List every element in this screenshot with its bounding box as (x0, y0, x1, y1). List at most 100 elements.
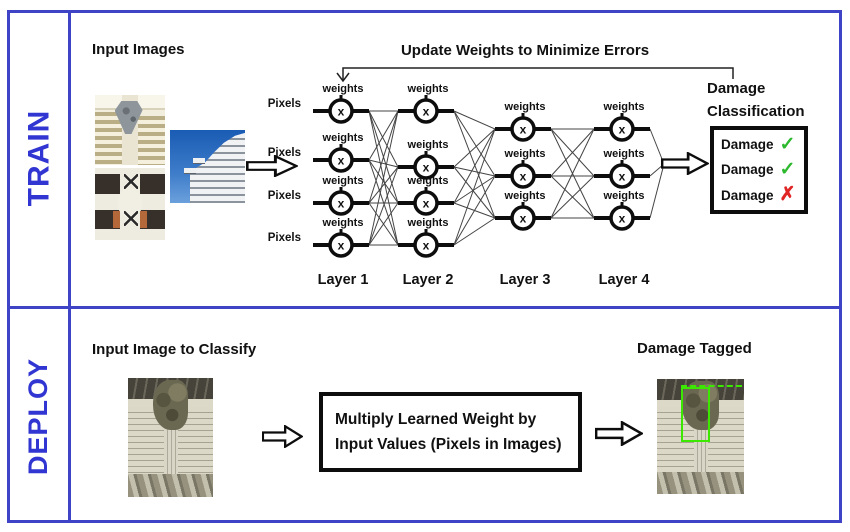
network-connection (453, 128, 496, 168)
train-input-arrow-icon (246, 155, 298, 177)
network-connection (453, 128, 496, 204)
node-symbol: x (520, 170, 527, 184)
weights-label: weights (407, 175, 449, 187)
classification-results-box: Damage ✓ Damage ✓ Damage ✗ (710, 126, 808, 214)
node-symbol: x (423, 105, 430, 119)
train-deploy-divider (7, 306, 842, 309)
weights-label: weights (603, 190, 645, 202)
node-symbol: x (520, 212, 527, 226)
pixels-label: Pixels (268, 147, 301, 159)
network-node (328, 190, 354, 216)
node-symbol: x (338, 105, 345, 119)
network-node (328, 98, 354, 124)
check-icon: ✓ (779, 158, 796, 180)
network-node (510, 205, 536, 231)
network-connection (368, 110, 399, 204)
network-connection (368, 110, 399, 161)
input-image-heading: Input Image to Classify (92, 341, 257, 358)
cross-icon: ✗ (779, 184, 796, 206)
weights-label: weights (504, 101, 546, 113)
node-symbol: x (619, 123, 626, 137)
network-connection (453, 175, 496, 204)
network-connection (368, 202, 399, 246)
network-node (609, 163, 635, 189)
classification-row-label: Damage (721, 162, 774, 178)
train-photo-cracked-facade (95, 168, 165, 240)
node-symbol: x (338, 154, 345, 168)
classification-row: Damage ✓ (721, 158, 800, 180)
network-output-connection (649, 128, 665, 165)
network-connection (453, 110, 496, 130)
pixels-label: Pixels (268, 98, 301, 110)
deploy-photo-crushed-column (128, 378, 213, 497)
classification-title: Damage Classification (707, 80, 805, 120)
neural-network-diagram: xweightsPixelsxweightsPixelsxweightsPixe… (268, 67, 734, 288)
network-node (413, 98, 439, 124)
network-node (328, 147, 354, 173)
layer-label: Layer 1 (318, 272, 369, 288)
train-section-label: TRAIN (22, 109, 55, 207)
train-photo-highrise-tower (170, 130, 245, 203)
node-symbol: x (520, 123, 527, 137)
node-symbol: x (619, 170, 626, 184)
network-connection (453, 166, 496, 219)
deploy-output-arrow-icon (595, 421, 643, 446)
weights-label: weights (322, 132, 364, 144)
weights-label: weights (407, 217, 449, 229)
layer-label: Layer 2 (403, 272, 454, 288)
weights-label: weights (504, 190, 546, 202)
network-node (510, 116, 536, 142)
layer-label: Layer 4 (599, 272, 650, 288)
network-connection (453, 110, 496, 219)
weights-label: weights (322, 217, 364, 229)
damage-tag-dashed-line (681, 384, 743, 387)
network-connection (453, 128, 496, 246)
classification-row-label: Damage (721, 187, 774, 203)
outer-frame (7, 10, 842, 523)
network-connection (368, 166, 399, 204)
check-icon: ✓ (779, 133, 796, 155)
weights-label: weights (322, 83, 364, 95)
pixels-label: Pixels (268, 232, 301, 244)
node-symbol: x (338, 239, 345, 253)
node-symbol: x (423, 239, 430, 253)
classification-row-label: Damage (721, 137, 774, 153)
deploy-input-arrow-icon (262, 425, 303, 448)
network-connection (453, 166, 496, 177)
weights-label: weights (603, 101, 645, 113)
network-node (413, 190, 439, 216)
network-node (413, 154, 439, 180)
network-node (510, 163, 536, 189)
network-connection (368, 110, 399, 168)
classification-row: Damage ✓ (721, 133, 800, 155)
layer-label: Layer 3 (500, 272, 551, 288)
weights-label: weights (603, 148, 645, 160)
weights-label: weights (322, 175, 364, 187)
network-connection (550, 175, 595, 219)
weights-label: weights (407, 83, 449, 95)
network-connection (368, 110, 399, 246)
label-column-divider (68, 10, 71, 523)
network-node (609, 205, 635, 231)
node-symbol: x (423, 161, 430, 175)
network-connection (368, 159, 399, 204)
feedback-arrow (342, 67, 734, 81)
weights-label: weights (407, 139, 449, 151)
feedback-arrowhead-icon (336, 72, 350, 83)
update-weights-title: Update Weights to Minimize Errors (400, 42, 650, 59)
input-images-heading: Input Images (92, 41, 185, 58)
weights-label: weights (504, 148, 546, 160)
node-symbol: x (338, 197, 345, 211)
network-node (609, 116, 635, 142)
network-connection (550, 128, 595, 219)
node-symbol: x (423, 197, 430, 211)
network-output-arrow-icon (661, 152, 709, 175)
deploy-section-label: DEPLOY (23, 357, 54, 475)
train-photo-beam-joint-damage (95, 95, 165, 165)
tagged-photo-crushed-column (657, 379, 744, 494)
network-node (413, 232, 439, 258)
network-connection (453, 175, 496, 246)
multiply-weights-box: Multiply Learned Weight by Input Values … (319, 392, 582, 472)
damage-bounding-box (681, 387, 711, 443)
